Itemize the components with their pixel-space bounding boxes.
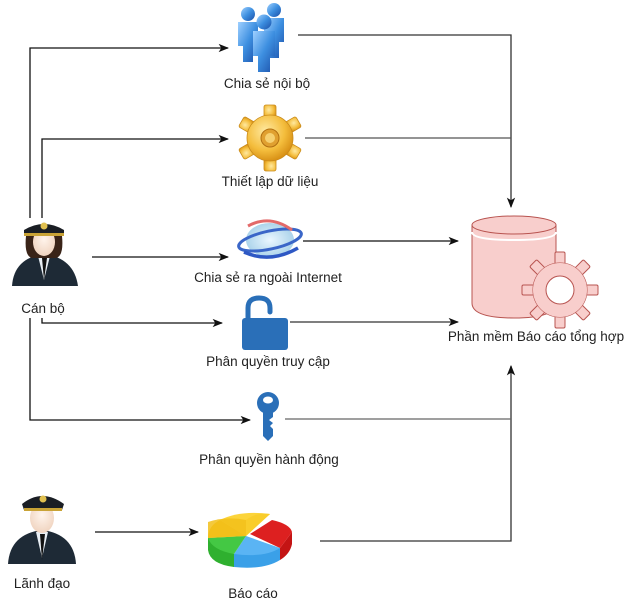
edge-canbo-chia-se-noi-bo (29, 43, 230, 218)
unlock-icon (242, 295, 288, 350)
edge-canbo-phan-quyen-truy-cap (41, 318, 224, 328)
officer-female-icon (12, 222, 78, 286)
label-can-bo: Cán bộ (21, 301, 65, 316)
label-chia-se-noi-bo: Chia sẻ nội bộ (223, 76, 311, 91)
label-phan-quyen-truy-cap: Phân quyền truy cập (206, 354, 330, 369)
key-icon (257, 392, 279, 441)
label-phan-mem: Phần mềm Báo cáo tổng hợp (447, 329, 625, 344)
pie-chart-icon (208, 512, 292, 568)
gear-icon (238, 104, 302, 172)
edge-canbo-phan-quyen-hanh-dong (29, 318, 252, 425)
label-thiet-lap-du-lieu: Thiết lập dữ liệu (221, 174, 319, 189)
label-phan-quyen-hanh-dong: Phân quyền hành động (199, 452, 339, 467)
officer-male-icon (8, 495, 76, 564)
edge-canbo-thiet-lap (41, 134, 230, 218)
edge-to-target-bottom (285, 364, 516, 542)
users-group-icon (238, 3, 284, 72)
globe-network-icon (237, 219, 303, 259)
label-chia-se-internet: Chia sẻ ra ngoài Internet (194, 270, 342, 285)
label-bao-cao: Báo cáo (228, 586, 278, 601)
database-gear-icon (471, 215, 599, 329)
edge-to-target-top (298, 34, 516, 209)
label-lanh-dao: Lãnh đạo (13, 576, 71, 591)
